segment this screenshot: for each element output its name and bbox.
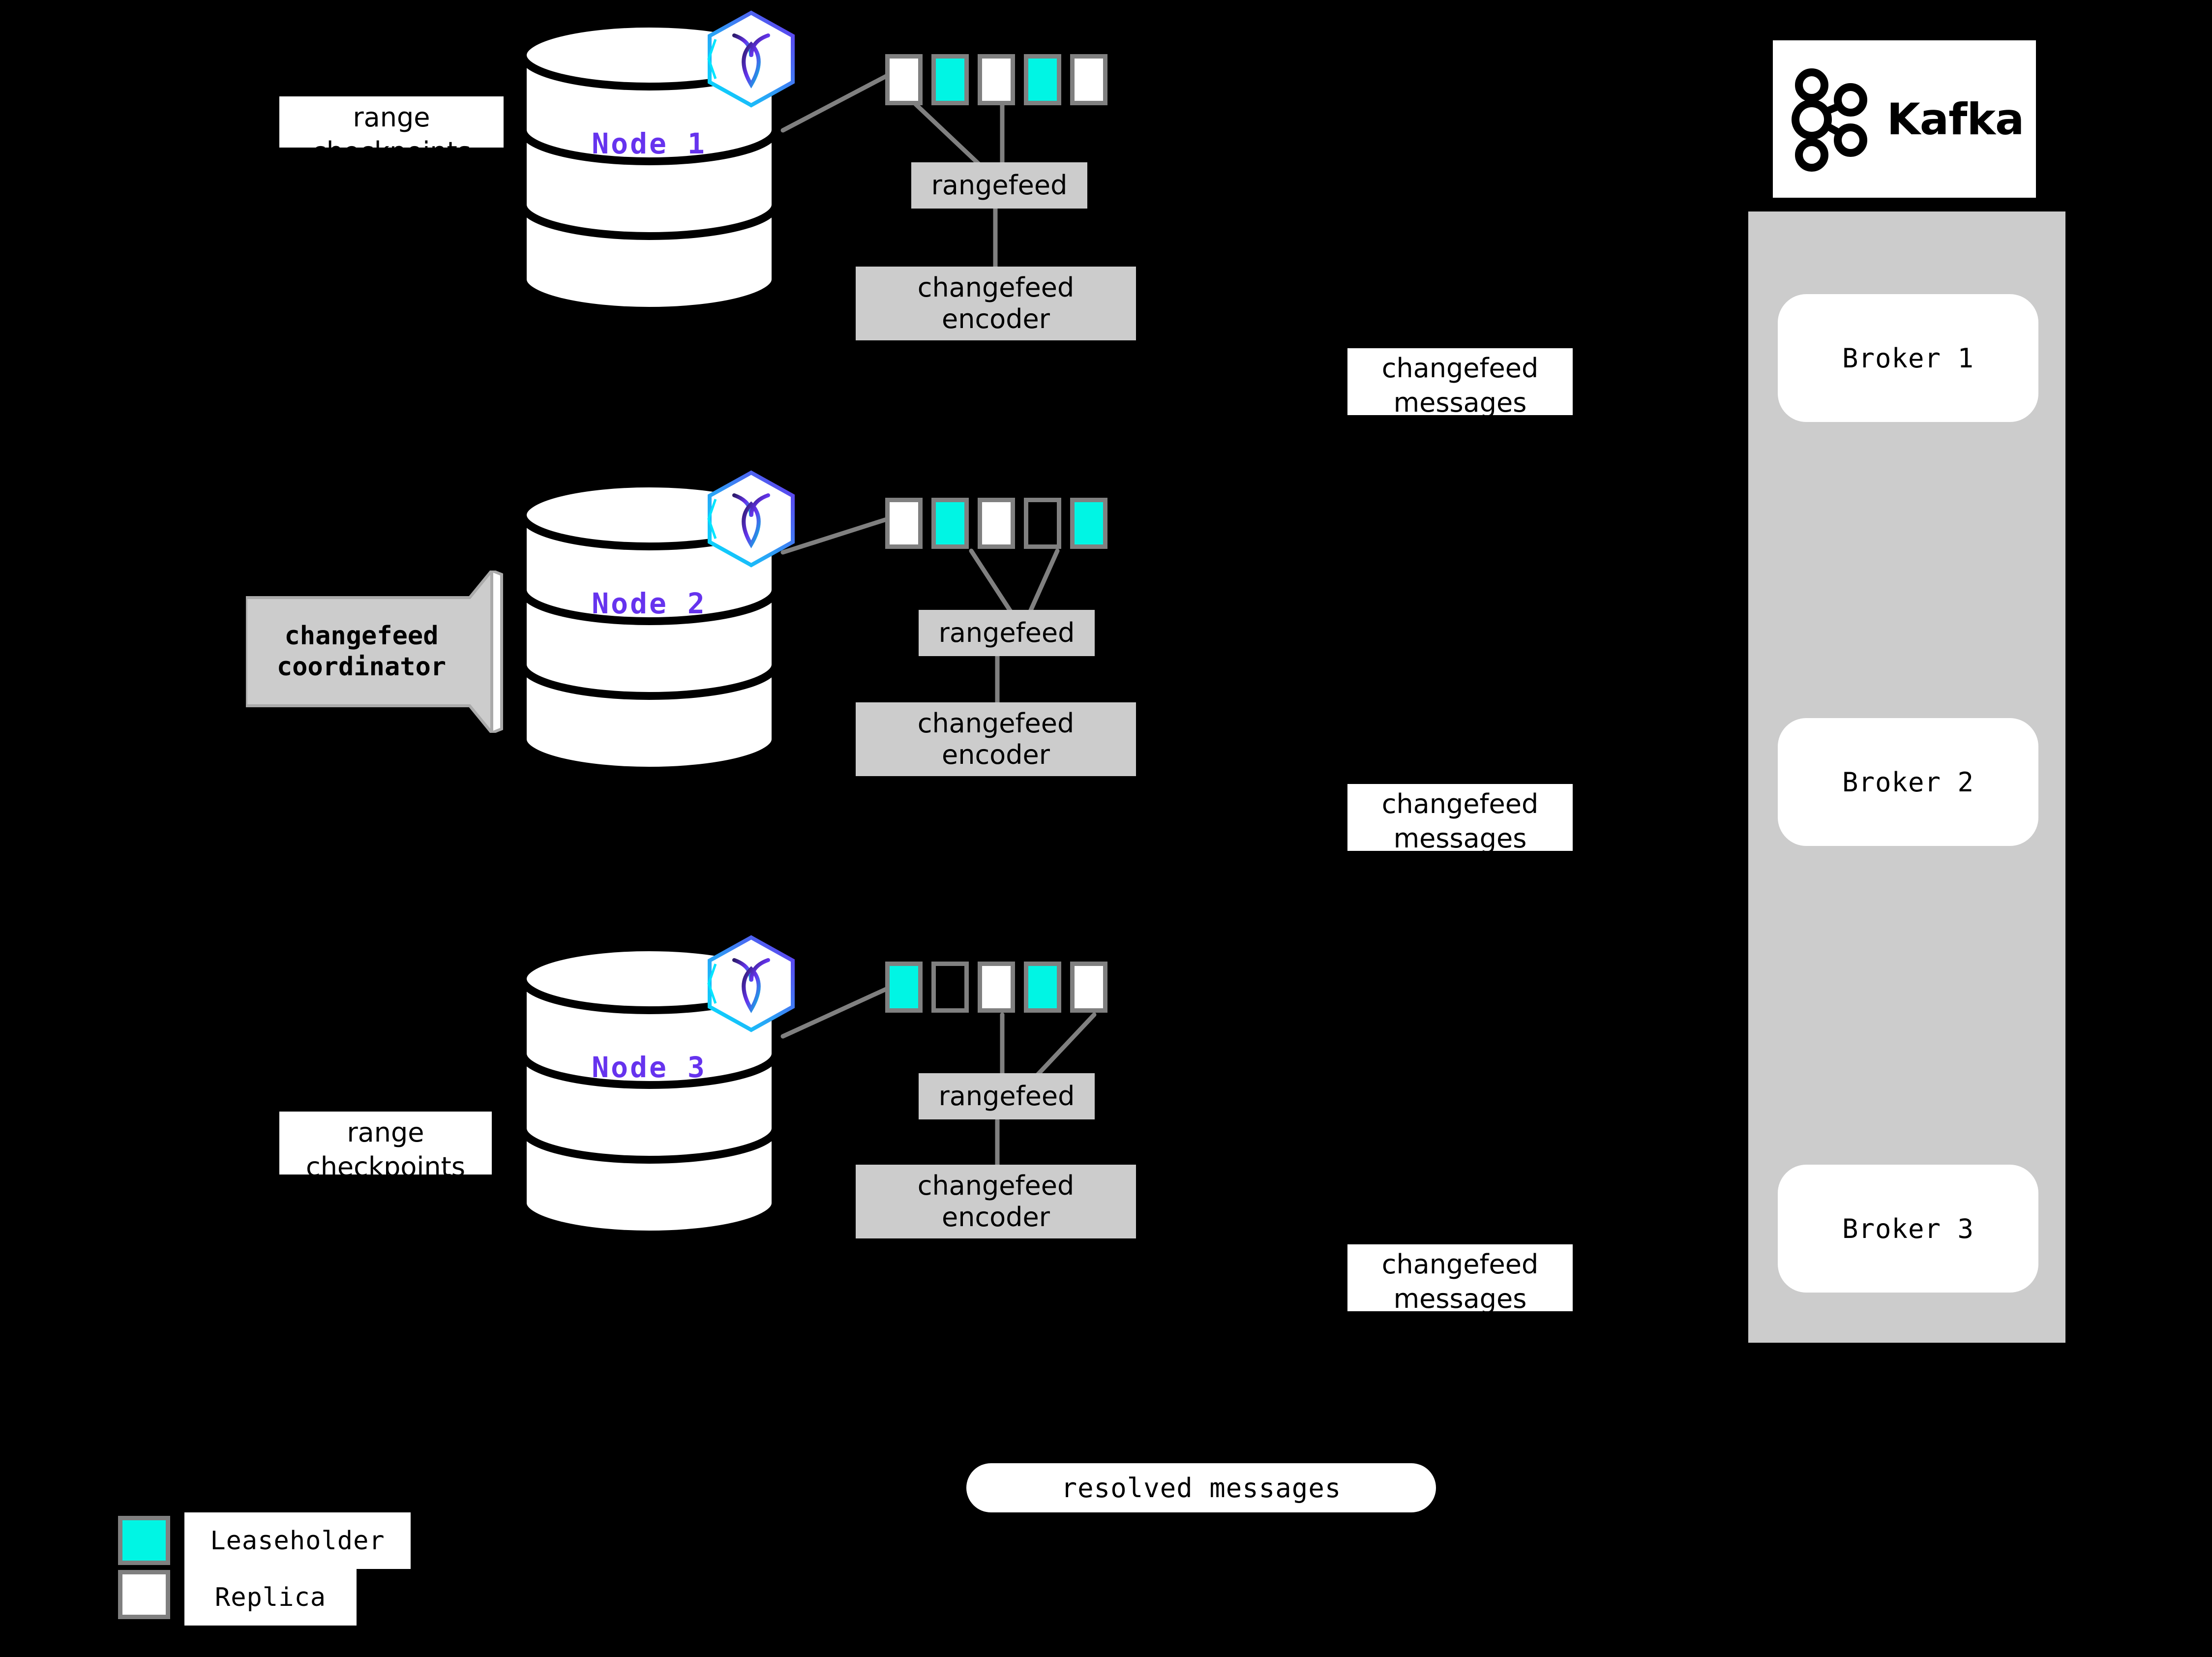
range-box[interactable] bbox=[1024, 962, 1061, 1013]
legend-label-replica: Replica bbox=[184, 1569, 357, 1626]
node-2-range-strip bbox=[885, 498, 1107, 549]
kafka-graph-icon bbox=[1791, 68, 1867, 172]
node-1-rangefeed-box[interactable]: rangefeed bbox=[911, 162, 1087, 209]
range-box[interactable] bbox=[931, 54, 969, 105]
cockroachdb-hex-icon bbox=[706, 10, 797, 108]
range-box[interactable] bbox=[931, 498, 969, 549]
range-box[interactable] bbox=[978, 962, 1015, 1013]
node-3-range-strip bbox=[885, 962, 1107, 1013]
node-1-range-strip bbox=[885, 54, 1107, 105]
range-box[interactable] bbox=[1024, 498, 1061, 549]
changefeed-coordinator-banner[interactable]: changefeed coordinator bbox=[246, 571, 521, 733]
changefeed-messages-label-3: changefeed messages bbox=[1347, 1244, 1573, 1314]
range-box[interactable] bbox=[885, 54, 923, 105]
node-2-rangefeed-box[interactable]: rangefeed bbox=[919, 610, 1095, 656]
legend-swatch-replica bbox=[118, 1570, 170, 1619]
node-3-changefeed-encoder-box[interactable]: changefeed encoder bbox=[856, 1165, 1136, 1238]
range-box[interactable] bbox=[1070, 962, 1107, 1013]
broker-2[interactable]: Broker 2 bbox=[1778, 718, 2038, 846]
kafka-logo: Kafka bbox=[1773, 40, 2036, 198]
range-box[interactable] bbox=[931, 962, 969, 1013]
coordinator-label: changefeed coordinator bbox=[276, 621, 447, 682]
node-1-changefeed-encoder-box[interactable]: changefeed encoder bbox=[856, 267, 1136, 340]
legend-swatch-leaseholder bbox=[118, 1516, 170, 1565]
node-3-rangefeed-box[interactable]: rangefeed bbox=[919, 1073, 1095, 1119]
cockroachdb-hex-icon bbox=[706, 470, 797, 568]
legend-label-leaseholder: Leaseholder bbox=[184, 1512, 411, 1569]
range-box[interactable] bbox=[885, 498, 923, 549]
node-3-range-checkpoints-label: range checkpoints bbox=[279, 1112, 492, 1182]
range-box[interactable] bbox=[978, 498, 1015, 549]
changefeed-messages-label-2: changefeed messages bbox=[1347, 784, 1573, 854]
range-box[interactable] bbox=[978, 54, 1015, 105]
changefeed-messages-label-1: changefeed messages bbox=[1347, 348, 1573, 418]
resolved-messages-pill[interactable]: resolved messages bbox=[966, 1463, 1436, 1512]
range-box[interactable] bbox=[1024, 54, 1061, 105]
broker-1[interactable]: Broker 1 bbox=[1778, 294, 2038, 422]
range-box[interactable] bbox=[885, 962, 923, 1013]
kafka-wordmark: Kafka bbox=[1886, 93, 2025, 145]
node-2-changefeed-encoder-box[interactable]: changefeed encoder bbox=[856, 702, 1136, 776]
range-box[interactable] bbox=[1070, 498, 1107, 549]
broker-3[interactable]: Broker 3 bbox=[1778, 1165, 2038, 1293]
coordinator-banner-shape bbox=[246, 571, 503, 733]
cockroachdb-hex-icon bbox=[706, 934, 797, 1033]
range-box[interactable] bbox=[1070, 54, 1107, 105]
node-1-range-checkpoints-label: range checkpoints bbox=[279, 96, 504, 148]
